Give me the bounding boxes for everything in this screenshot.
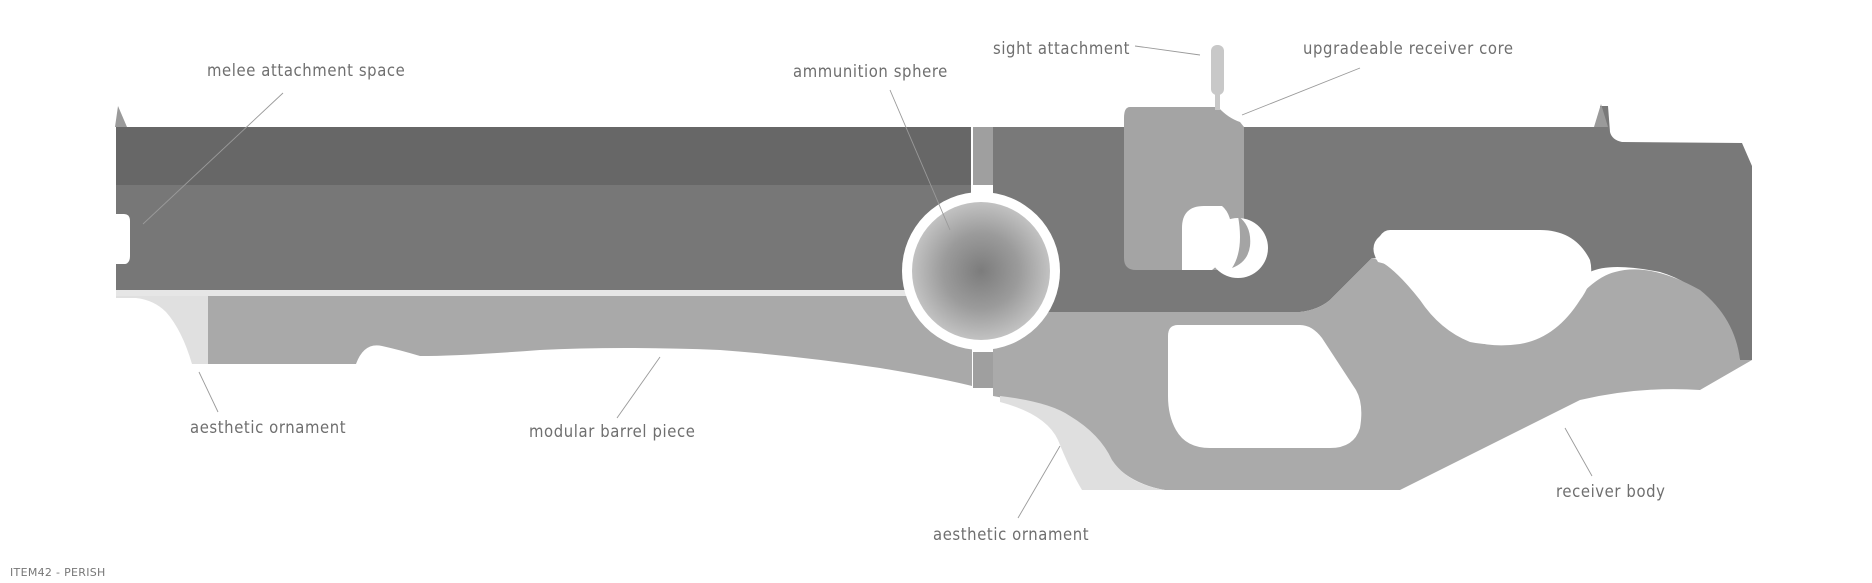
aesthetic-ornament-left xyxy=(116,296,210,364)
barrel-top-band xyxy=(116,127,971,185)
barrel-assembly xyxy=(115,106,972,386)
receiver-assembly xyxy=(993,45,1752,490)
modular-barrel-piece xyxy=(208,296,972,386)
barrel-mid-band xyxy=(116,185,971,290)
label-melee-attachment: melee attachment space xyxy=(207,61,405,80)
front-spike xyxy=(115,106,127,127)
barrel-separator xyxy=(116,290,911,296)
label-receiver-core: upgradeable receiver core xyxy=(1303,39,1514,58)
author-credit: ITEM42 - PERISH xyxy=(10,566,106,579)
labels: melee attachment space ammunition sphere… xyxy=(190,39,1666,544)
melee-attachment-notch xyxy=(116,214,130,264)
core-cylinder xyxy=(1182,206,1268,278)
ammunition-sphere xyxy=(902,192,1060,350)
aesthetic-ornament-bottom xyxy=(1000,396,1165,490)
label-receiver-body: receiver body xyxy=(1556,482,1666,501)
trigger-guard-opening xyxy=(1168,325,1362,448)
label-aesthetic-ornament-bottom: aesthetic ornament xyxy=(933,525,1089,544)
label-ammunition-sphere: ammunition sphere xyxy=(793,62,948,81)
leader-lines xyxy=(142,45,1593,519)
sight-attachment xyxy=(1211,45,1224,110)
label-modular-barrel-piece: modular barrel piece xyxy=(529,422,695,441)
label-sight-attachment: sight attachment xyxy=(993,39,1130,58)
label-aesthetic-ornament-left: aesthetic ornament xyxy=(190,418,346,437)
rear-spike xyxy=(1594,104,1608,127)
center-connector xyxy=(973,127,993,388)
grip-cutout xyxy=(1373,230,1592,346)
